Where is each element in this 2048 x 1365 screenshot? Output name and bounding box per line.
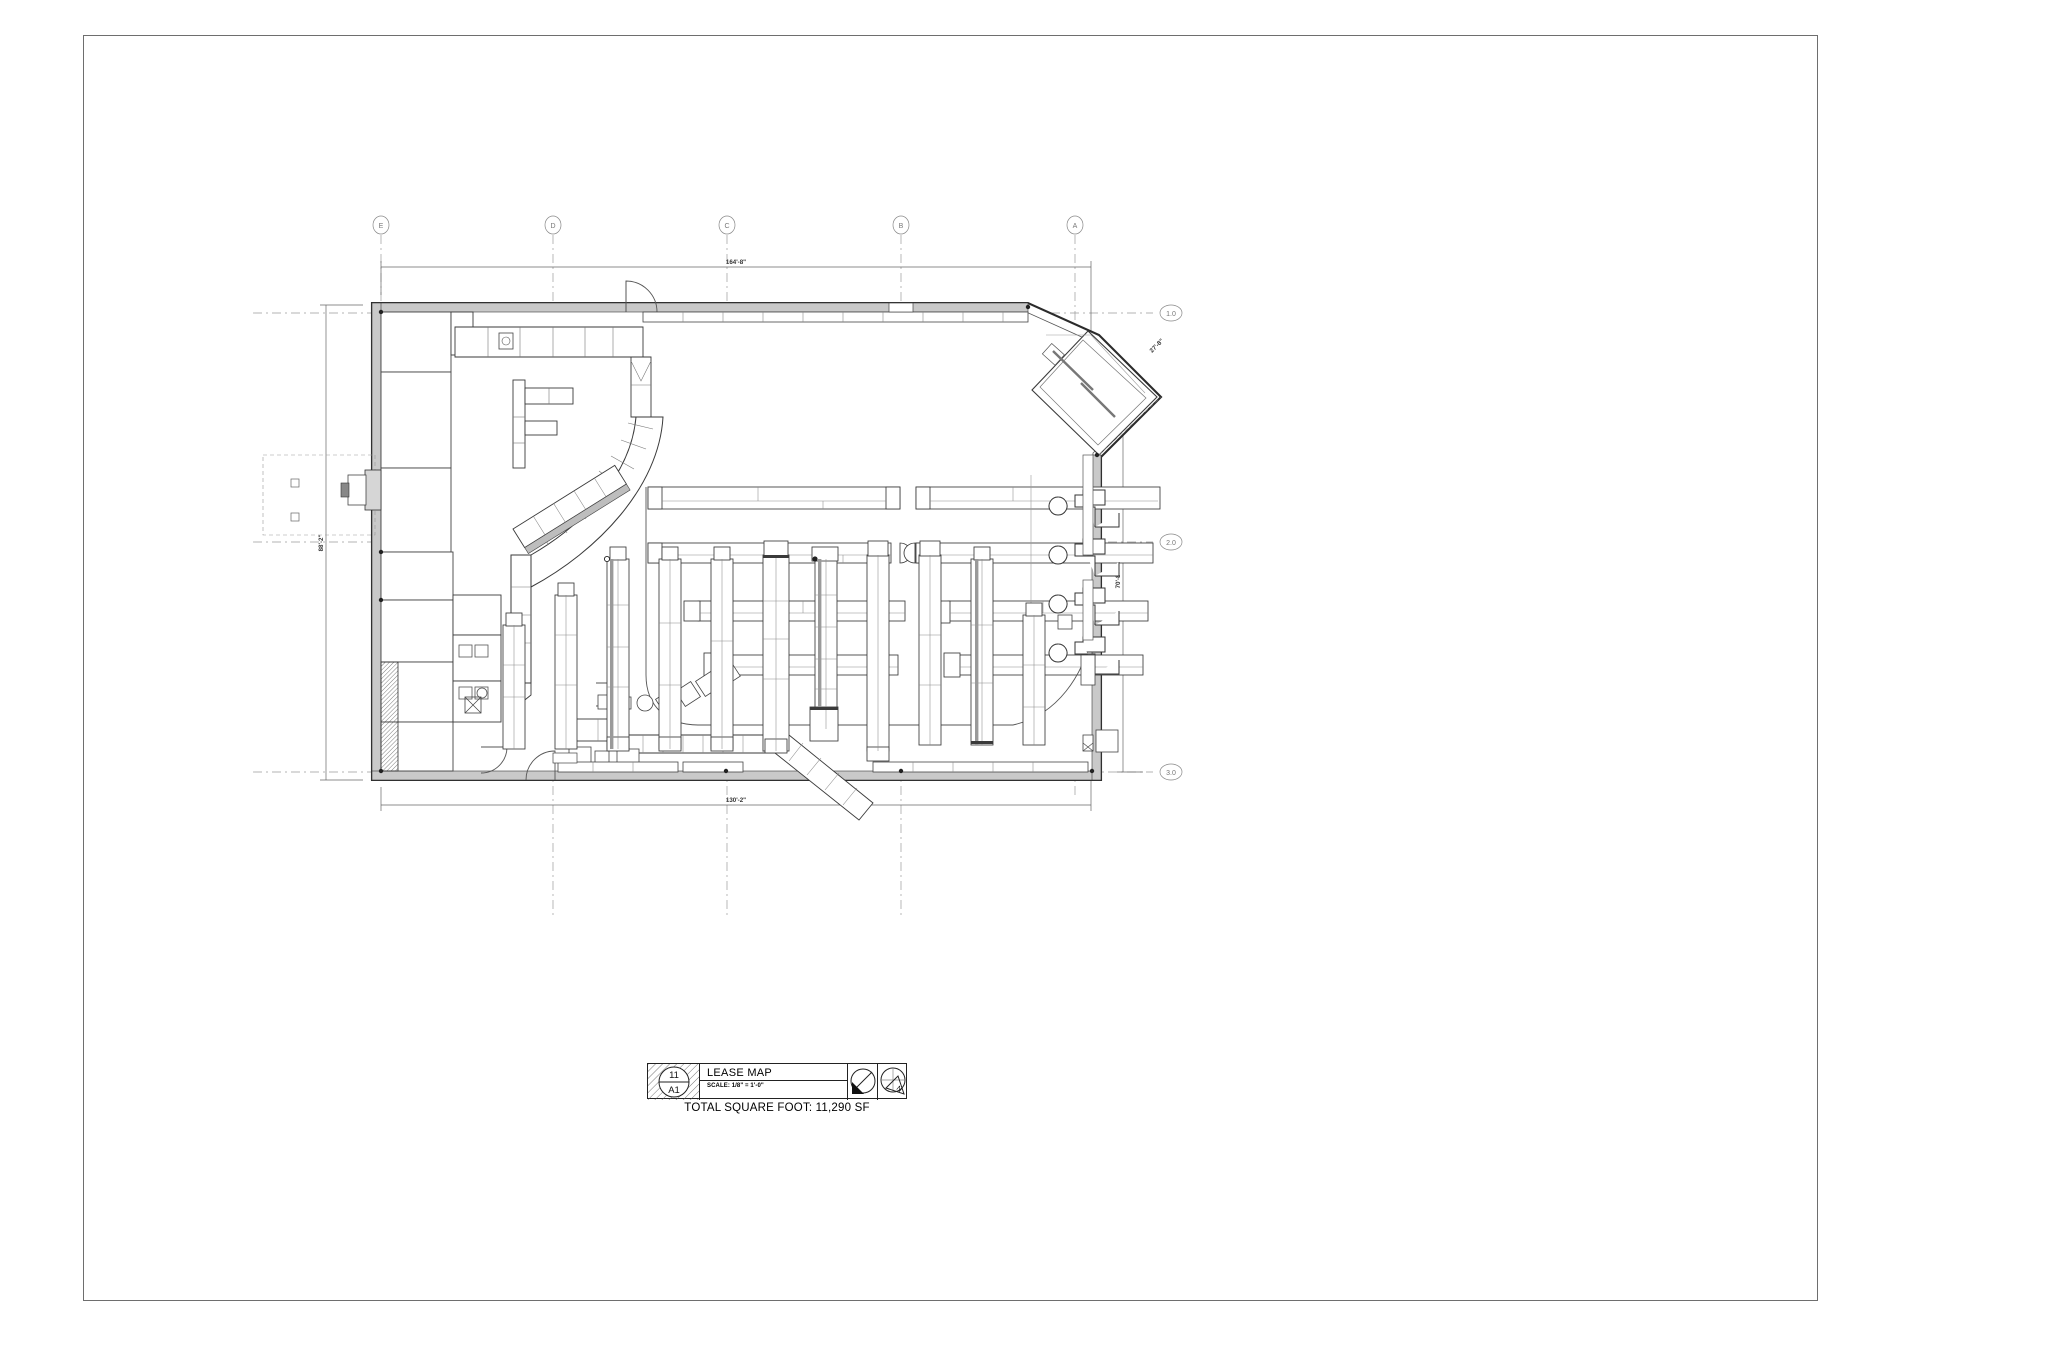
- dim-top: 164'-8": [726, 259, 746, 266]
- total-area-label: TOTAL SQUARE FOOT: 11,290 SF: [684, 1102, 870, 1114]
- detail-bubble: 11 A1: [648, 1064, 700, 1100]
- svg-text:N: N: [895, 1085, 903, 1094]
- svg-text:2.0: 2.0: [1166, 540, 1176, 547]
- svg-text:1.0: 1.0: [1166, 311, 1176, 318]
- right-wall-openings: [1057, 454, 1119, 753]
- svg-text:E: E: [379, 223, 384, 230]
- left-display-fixtures: [512, 379, 574, 469]
- grid-bubbles-rows: 1.0 2.0 3.0: [1159, 304, 1183, 781]
- dim-left: 88'-2": [318, 535, 325, 552]
- plan-title-box: 11 A1 LEASE MAP SCALE: 1/8" = 1'-0": [647, 1063, 908, 1100]
- dim-bottom: 130'-2": [726, 797, 746, 804]
- plan-title-text: LEASE MAP SCALE: 1/8" = 1'-0": [700, 1064, 848, 1100]
- dim-right: 70'-8": [1115, 572, 1122, 589]
- grid-bubbles-columns: E D C B A: [372, 215, 1084, 235]
- svg-text:A: A: [1073, 223, 1078, 230]
- gondola-shelving-vertical: [502, 540, 1046, 762]
- plan-scale-label: SCALE: 1/8" = 1'-0": [707, 1083, 764, 1089]
- floor-plan-svg: E D C B A 1.0 2.0 3.0: [253, 215, 1183, 915]
- storefront-glazing-top: [642, 302, 1029, 323]
- svg-text:D: D: [550, 223, 555, 230]
- north-arrow-icon: N: [878, 1064, 908, 1100]
- svg-text:B: B: [899, 223, 904, 230]
- plan-title-block: 11 A1 LEASE MAP SCALE: 1/8" = 1'-0": [647, 1063, 907, 1125]
- entry-vestibule: [1031, 330, 1162, 456]
- section-cut-icon: [848, 1064, 878, 1100]
- back-of-house-rooms: [380, 311, 502, 772]
- plan-title-divider: [700, 1080, 847, 1081]
- wall-anchor-dots: [378, 304, 1100, 774]
- diagonal-fixture-cluster: [512, 464, 631, 555]
- floor-plan-drawing: E D C B A 1.0 2.0 3.0: [83, 35, 1818, 1301]
- detail-number: 11: [669, 1070, 679, 1081]
- dim-corner: 27'-8": [1149, 337, 1166, 354]
- gondola-anchor-dots: [603, 555, 818, 563]
- svg-text:3.0: 3.0: [1166, 770, 1176, 777]
- detail-sheet-ref: A1: [668, 1085, 680, 1096]
- plan-title-label: LEASE MAP: [707, 1067, 773, 1079]
- svg-text:C: C: [724, 223, 729, 230]
- title-block: LaBella Powered by partnership. 22 DEPOT…: [1818, 0, 2048, 1365]
- stair-hatch: [380, 661, 399, 772]
- checkout-counters: [1048, 489, 1120, 675]
- storefront-glazing-bottom: [552, 752, 1089, 773]
- exterior-stoop: [262, 454, 382, 536]
